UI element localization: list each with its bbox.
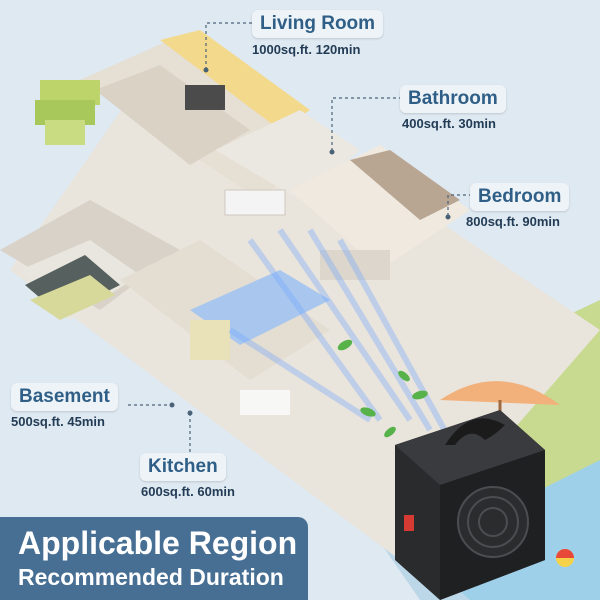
room-detail-basement: 500sq.ft. 45min <box>11 414 105 429</box>
room-label-bedroom: Bedroom <box>470 183 570 211</box>
room-label-living-room: Living Room <box>252 10 384 38</box>
tree-icon <box>35 80 100 145</box>
room-label-bathroom: Bathroom <box>400 85 506 113</box>
room-label-kitchen: Kitchen <box>140 453 226 481</box>
banner-title: Applicable Region <box>18 525 298 561</box>
banner-subtitle: Recommended Duration <box>18 564 284 590</box>
room-detail-living-room: 1000sq.ft. 120min <box>252 42 361 57</box>
room-detail-bedroom: 800sq.ft. 90min <box>466 214 560 229</box>
ozone-generator-icon <box>395 410 545 600</box>
leaf-icon <box>337 339 428 438</box>
room-detail-kitchen: 600sq.ft. 60min <box>141 484 235 499</box>
info-banner: Applicable Region Recommended Duration <box>0 517 308 600</box>
room-label-basement: Basement <box>11 383 118 411</box>
room-detail-bathroom: 400sq.ft. 30min <box>402 116 496 131</box>
